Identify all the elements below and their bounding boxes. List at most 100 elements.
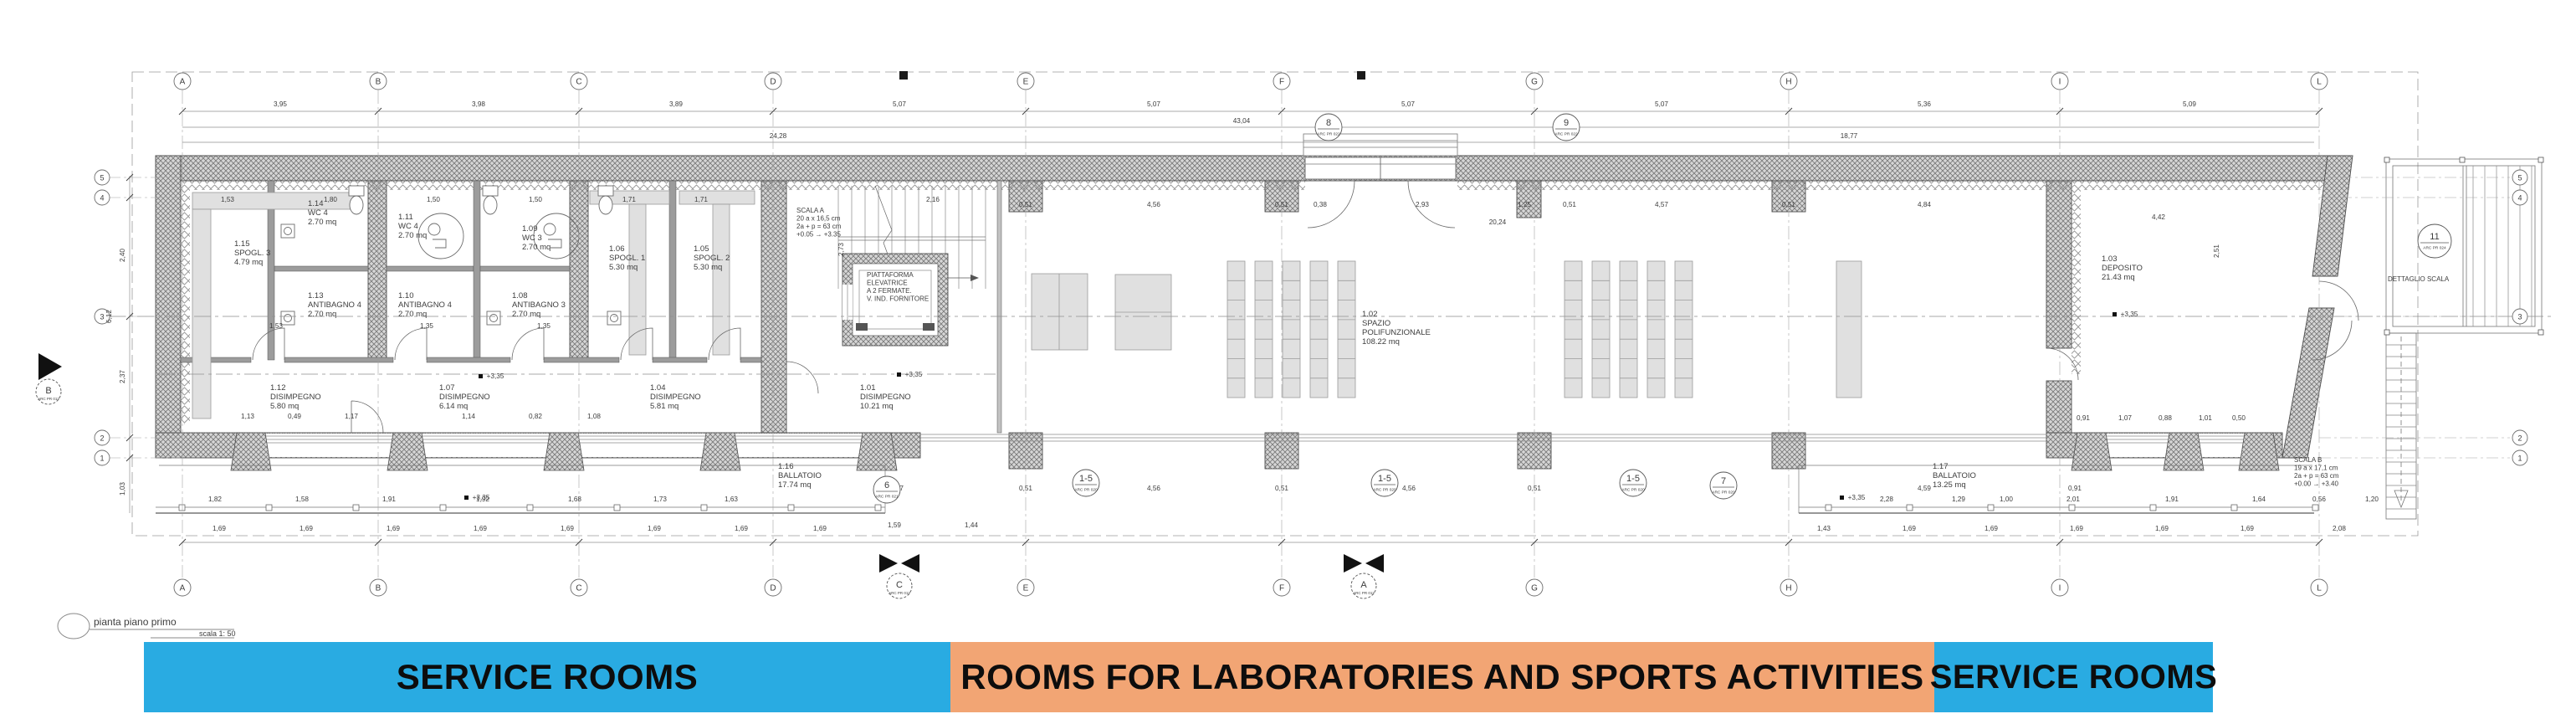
grid-bubble-3 [94,308,110,325]
dim-tick [2056,538,2064,547]
floor-plan-svg: AABBCCDDEEFFGGHHIILL55443322113,953,983,… [35,71,2552,639]
dim-label: 1,14 [462,413,475,420]
dim-label: 1,71 [622,196,636,203]
dim-tick [125,434,134,442]
detail-marker-1-5 [1370,469,1399,497]
detail-tag: ARC PR 022 [1317,132,1340,137]
grid-letter: C [576,584,581,593]
detail-marker-1-5 [1619,469,1647,497]
note-label: DETTAGLIO SCALA [2388,275,2450,283]
dim-label: 1,68 [568,496,581,503]
right-wall-upper [2312,155,2353,277]
grid-bubble-2 [2512,429,2528,446]
detail-tag: ARC PR 022 [1554,132,1578,137]
window-pier [2238,432,2280,471]
grid-letter: B [376,584,382,593]
grid-letter: F [1279,584,1284,593]
window-pier [2163,432,2205,471]
detail-marker-6 [873,475,901,504]
balcony [156,465,2319,514]
dim-label: 1,50 [427,196,440,203]
grid-letter: I [2059,78,2061,87]
dim-label: 1,69 [2241,525,2254,532]
dim-label: 1,69 [2155,525,2169,532]
grid-number: 2 [2517,434,2522,443]
chair-column [1591,260,1611,398]
section-tag: ARC PR 012 [38,397,59,401]
dim-label: 3,95 [274,100,287,108]
balcony-post [352,504,360,511]
dim-label: 4,56 [1402,485,1416,492]
dim-label: 1,53 [221,196,234,203]
window-opening [2196,434,2246,457]
level-marker [897,372,901,377]
grid-bubble-L [2310,578,2328,597]
dim-label: 1,71 [694,196,708,203]
toilet [597,185,614,197]
glazing [920,434,2046,442]
dim-label: 6,12 [105,310,113,323]
chair-grid [1227,260,1693,398]
grid-bubble-B [369,72,387,90]
legend-label: SERVICE ROOMS [1929,658,2218,696]
sink [284,227,292,235]
dim-label: 0,51 [1019,485,1032,492]
grid-letter: F [1279,78,1284,87]
dim-label: 1,69 [2070,525,2083,532]
balcony-post [1906,504,1913,511]
balcony-post [439,504,447,511]
chair-column [1227,260,1246,398]
grid-bubble-5 [94,169,110,186]
dim-label: 1,59 [888,521,901,529]
dim-label: 4,57 [1655,201,1668,208]
grid-bubble-F [1273,72,1291,90]
grid-bubble-D [764,72,782,90]
dim-label: 1,69 [474,525,487,532]
grid-bubble-1 [2512,449,2528,466]
section-marker-A [1350,573,1377,599]
dim-label: 0,51 [1782,201,1795,208]
dim-label: 1,50 [529,196,542,203]
grid-bubble-H [1780,578,1798,597]
grid-bubble-E [1017,578,1035,597]
chair-column [1309,260,1329,398]
dim-label: 5,07 [1147,100,1160,108]
dim-label: 1,64 [2252,496,2266,503]
dim-label: 2,37 [119,370,126,383]
dim-label: 18,77 [1841,132,1858,140]
balcony-post [2230,504,2238,511]
dim-label: 2,93 [1416,201,1429,208]
rail-post [2538,157,2544,163]
level-marker [1840,496,1844,500]
grid-bubble-G [1525,72,1544,90]
grid-letter: H [1785,78,1791,87]
dim-label: 1,69 [735,525,748,532]
dim-tick [1785,107,1793,116]
legend-bar-service-rooms-left: SERVICE ROOMS [144,642,950,712]
chair-column [1282,260,1301,398]
left-wall [155,155,182,459]
detail-marker-1-5 [1072,469,1100,497]
dim-label: 0,51 [1275,485,1288,492]
dim-label: 0,51 [1528,485,1541,492]
window-pier [543,432,585,471]
section-letter: C [896,580,903,590]
dim-tick [1530,538,1539,547]
dim-label: 1,69 [387,525,400,532]
grid-number: 2 [100,434,104,443]
grid-bubble-G [1525,578,1544,597]
sanitary-fixtures [280,185,622,326]
detail-number: 7 [1721,476,1726,486]
window-pier [387,432,428,471]
dim-label: 0,51 [1275,201,1288,208]
grid-letter: C [576,78,581,87]
dim-tick [125,193,134,202]
dim-label: 1,00 [2000,496,2013,503]
